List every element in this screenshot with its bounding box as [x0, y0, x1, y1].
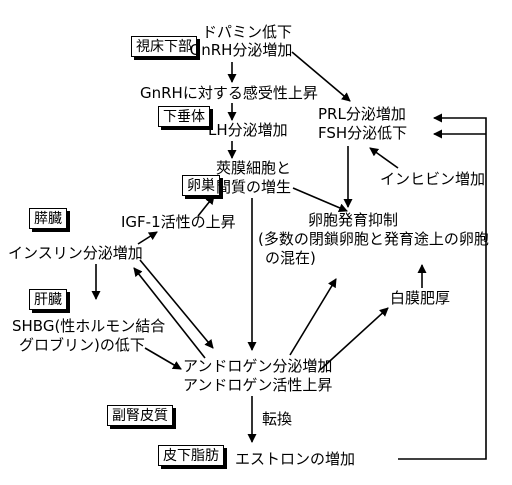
node-shbg-line1: SHBG(性ホルモン結合	[12, 317, 166, 335]
box-liver: 肝臓	[29, 289, 67, 310]
node-estrone: エストロンの増加	[235, 450, 356, 468]
arrow-androgen-to-insulin	[133, 267, 206, 359]
box-pancreas: 膵臓	[29, 208, 67, 229]
node-gnrh-secretion-increase: GnRH分泌増加	[189, 41, 293, 59]
node-androgen-line1: アンドロゲン分泌増加	[183, 357, 333, 375]
box-subcutaneous-fat: 皮下脂肪	[158, 445, 224, 466]
node-fsh-secretion: FSH分泌低下	[318, 124, 408, 142]
node-theca-line1: 莢膜細胞と	[216, 159, 292, 177]
box-adrenal-cortex: 副腎皮質	[107, 405, 173, 426]
node-shbg-line2: グロブリン)の低下	[19, 336, 145, 354]
arrow-inhibin-to-fsh	[369, 147, 399, 169]
node-inhibin: インヒビン増加	[380, 170, 486, 188]
arrow-gnrh-to-prl	[291, 51, 351, 102]
box-hypothalamus: 視床下部	[131, 36, 197, 57]
node-dopamine-decrease: ドパミン低下	[202, 23, 293, 41]
box-ovary: 卵巣	[182, 175, 220, 196]
node-prl-secretion: PRL分泌増加	[318, 105, 406, 123]
arrow-insulin-to-igf	[137, 231, 158, 245]
node-theca-line2: 間質の増生	[216, 178, 292, 196]
node-gnrh-sensitivity: GnRHに対する感受性上昇	[140, 84, 318, 102]
arrow-theca-to-follicle	[292, 187, 348, 213]
arrow-shbg-to-androgen	[144, 347, 182, 370]
node-follicle-line3: の混在)	[265, 249, 316, 267]
node-insulin: インスリン分泌増加	[8, 244, 143, 262]
node-tunica-thickening: 白膜肥厚	[390, 289, 451, 307]
arrow-igf-to-theca	[197, 195, 215, 217]
arrow-androgen-to-follicle	[289, 278, 337, 356]
arrow-loop-estrone	[398, 113, 487, 460]
node-conversion: 転換	[262, 410, 293, 428]
arrow-androgen-to-tunica	[319, 307, 389, 371]
node-follicle-line1: 卵胞発育抑制	[308, 211, 399, 229]
node-igf1: IGF-1活性の上昇	[121, 213, 236, 231]
node-follicle-line2: (多数の閉鎖卵胞と発育途上の卵胞	[258, 230, 489, 248]
node-androgen-line2: アンドロゲン活性上昇	[183, 376, 333, 394]
node-lh-secretion: LH分泌増加	[208, 121, 288, 139]
arrow-insulin-to-androgen	[139, 259, 214, 349]
box-pituitary: 下垂体	[158, 106, 210, 127]
